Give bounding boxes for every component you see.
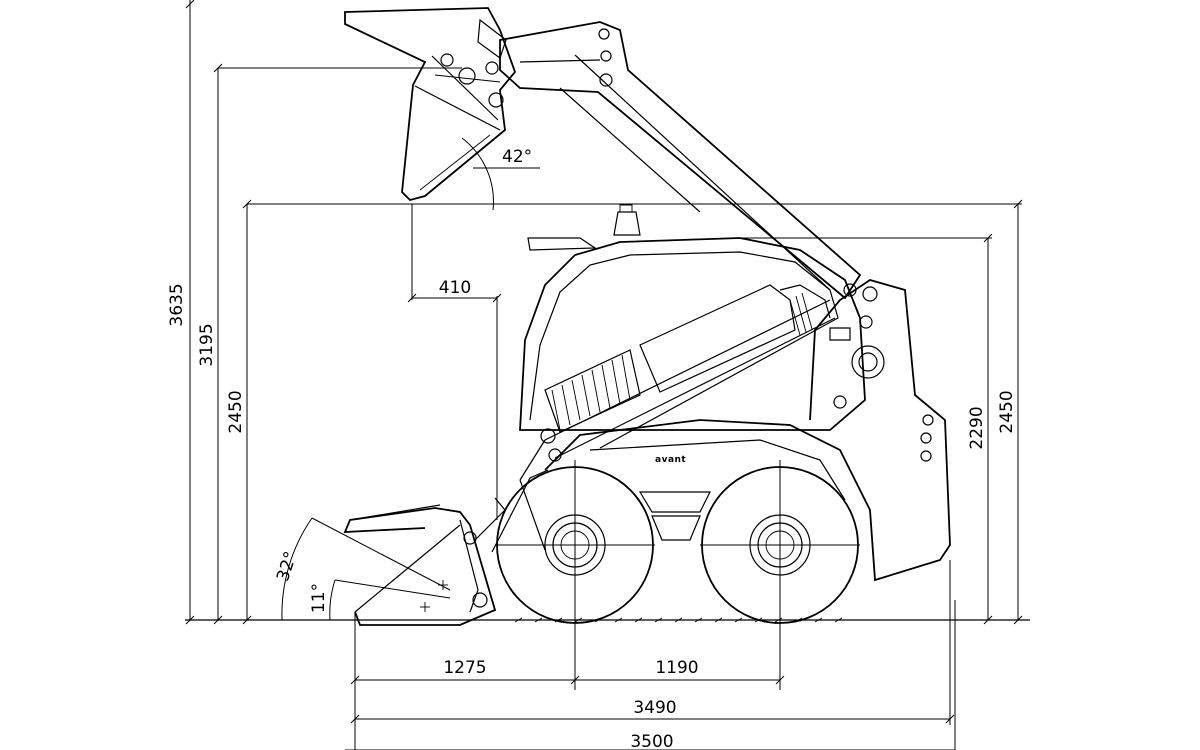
raised-lift-arm: [499, 21, 862, 300]
dimension-dump-height: 2450: [226, 199, 1022, 625]
label-3490: 3490: [633, 698, 676, 718]
label-3635: 3635: [167, 283, 187, 326]
dimension-dump-angle: 42°: [461, 137, 540, 211]
chassis: avant: [519, 279, 951, 582]
brand-label: avant: [655, 455, 686, 465]
rear-wheel: [700, 466, 860, 624]
raised-bucket: [344, 7, 517, 202]
dimension-overall-height-raised: 3635: [167, 0, 195, 625]
label-1275: 1275: [443, 658, 486, 678]
cab: [519, 204, 866, 449]
dimension-cab-height: 2290: [730, 233, 993, 625]
dimension-hinge-pin-height: 3195: [197, 63, 462, 625]
front-wheel: [495, 466, 655, 624]
label-410: 410: [439, 278, 471, 298]
lowered-bucket: [343, 469, 549, 626]
label-2290: 2290: [967, 406, 987, 449]
dimension-ground-angle: 11°: [309, 579, 451, 621]
label-3195: 3195: [197, 323, 217, 366]
label-1190: 1190: [655, 658, 698, 678]
dimension-dump-reach: 410: [407, 204, 502, 520]
label-2450-left: 2450: [226, 390, 246, 433]
label-42-deg: 42°: [502, 147, 532, 167]
label-2450-right: 2450: [997, 390, 1017, 433]
label-32-deg: 32°: [273, 549, 301, 584]
dimension-rollback-angle: 32°: [273, 517, 488, 621]
label-3500: 3500: [630, 732, 673, 750]
dimension-bottom-lengths: 1275 1190 3490 3500: [345, 460, 956, 750]
dimension-overall-height: 2450: [997, 199, 1023, 625]
label-11-deg: 11°: [309, 583, 329, 613]
